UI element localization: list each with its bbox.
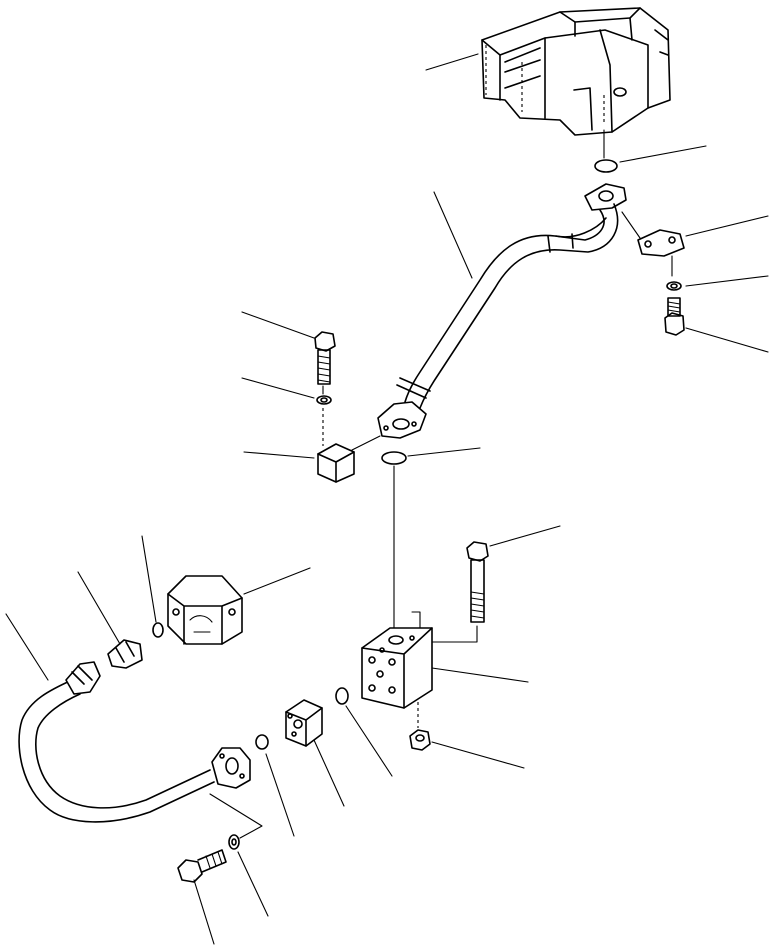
o-ring-valve (594, 129, 618, 173)
o-ring-lower-flange (381, 451, 407, 629)
o-ring-connector (152, 622, 164, 638)
washer-lower-left (228, 834, 240, 850)
washer-left (316, 385, 332, 446)
nut (409, 729, 431, 751)
split-flange-upper (621, 211, 685, 277)
lower-hydraulic-pipe (18, 661, 263, 839)
bolt-left (314, 331, 336, 385)
flange-adapter (285, 699, 323, 747)
leader-lines (5, 53, 769, 945)
cover-block (167, 575, 243, 645)
o-ring-block (335, 687, 349, 705)
upper-hydraulic-pipe (377, 183, 627, 439)
control-valve (481, 7, 671, 136)
bolt-upper-right (664, 297, 685, 336)
washer-upper-right (666, 281, 682, 291)
bolt-lower-left (177, 849, 227, 883)
o-ring-adapter (255, 734, 269, 750)
connector-fitting (107, 639, 143, 669)
split-flange-left (317, 435, 381, 483)
long-bolt (411, 541, 489, 643)
adapter-block (361, 627, 433, 728)
